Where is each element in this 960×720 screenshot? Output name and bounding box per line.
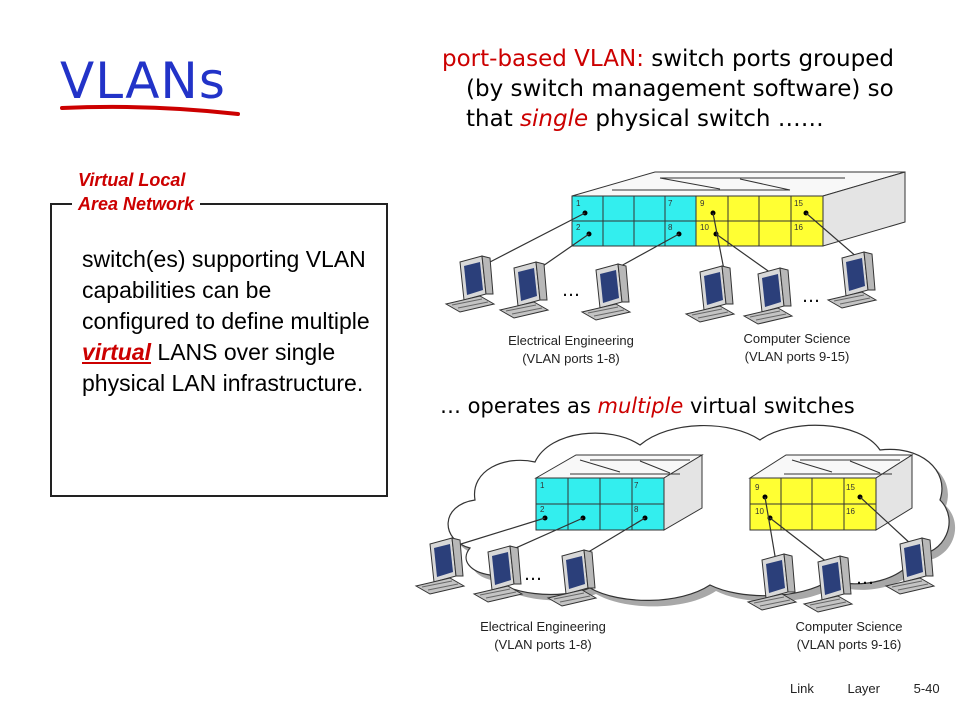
box-text: switch(es) supporting VLAN capabilities …	[82, 246, 370, 396]
intro-text: port-based VLAN: switch ports grouped (b…	[442, 44, 952, 134]
title-underline	[60, 104, 240, 116]
bl-port-2: 2	[540, 505, 545, 514]
bottom-ee-label: Electrical Engineering (VLAN ports 1-8)	[480, 619, 606, 652]
top-ee-computers	[445, 255, 631, 321]
top-port-15: 15	[794, 199, 803, 208]
top-cables	[489, 212, 859, 279]
br-port-9: 9	[755, 483, 760, 492]
bl-port-1: 1	[540, 481, 545, 490]
top-port-10: 10	[700, 223, 709, 232]
slide-title: VLANs	[60, 52, 226, 110]
top-cs-label: Computer Science (VLAN ports 9-15)	[743, 331, 851, 364]
computer-icon	[445, 255, 495, 313]
top-ee-ellipsis: …	[562, 280, 580, 301]
intro-lead: port-based VLAN:	[442, 46, 644, 72]
bl-port-7: 7	[634, 481, 639, 490]
bottom-cs-ellipsis: …	[856, 568, 874, 589]
computer-icon	[827, 251, 877, 309]
top-switch: 1 7 9 15 2 8 10 16	[571, 171, 906, 247]
br-port-16: 16	[846, 507, 855, 516]
top-cs-computers	[685, 251, 877, 325]
top-cs-ellipsis: …	[802, 286, 820, 307]
intro-single: single	[520, 106, 589, 132]
top-port-1: 1	[576, 199, 581, 208]
slide-footer: Link Layer 5-40	[790, 681, 940, 696]
box-label: Virtual Local Area Network	[72, 168, 201, 216]
top-port-7: 7	[668, 199, 673, 208]
multiple-keyword: multiple	[597, 394, 684, 418]
virtual-keyword: virtual	[82, 339, 152, 365]
top-port-9: 9	[700, 199, 705, 208]
computer-icon	[499, 261, 549, 319]
computer-icon	[581, 263, 631, 321]
top-ee-label: Electrical Engineering (VLAN ports 1-8)	[508, 333, 634, 366]
br-port-10: 10	[755, 507, 764, 516]
computer-icon	[685, 265, 735, 323]
bottom-cs-label: Computer Science (VLAN ports 9-16)	[795, 619, 903, 652]
intro-rest: switch ports grouped	[643, 46, 894, 72]
multiple-switches-caption: … operates as multiple virtual switches	[440, 394, 855, 418]
bl-port-8: 8	[634, 505, 639, 514]
intro-line2: (by switch management software) so	[466, 76, 894, 102]
intro-line3: that single physical switch ……	[466, 106, 824, 132]
bottom-cs-switch: 9 15 10 16	[748, 454, 914, 531]
top-port-8: 8	[668, 223, 673, 232]
bottom-ee-switch: 1 7 2 8	[534, 454, 704, 531]
bottom-ee-ellipsis: …	[524, 564, 542, 585]
top-port-2: 2	[576, 223, 581, 232]
computer-icon	[743, 267, 793, 325]
vlan-definition-box	[50, 203, 388, 497]
bottom-cables	[447, 496, 913, 567]
br-port-15: 15	[846, 483, 855, 492]
top-port-16: 16	[794, 223, 803, 232]
computer-icon	[415, 537, 465, 595]
